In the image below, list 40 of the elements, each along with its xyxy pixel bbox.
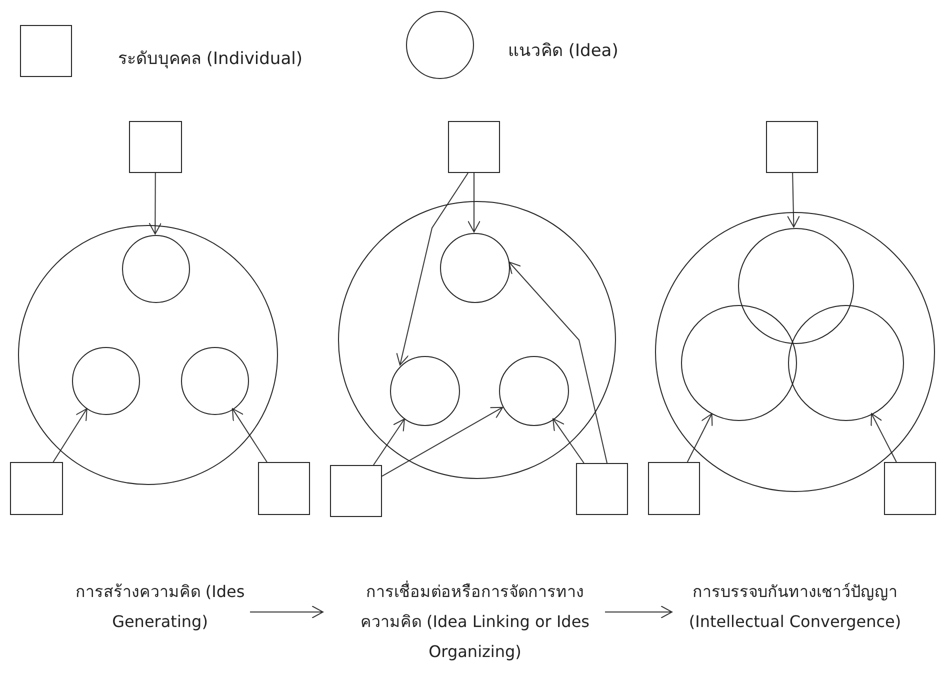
stage-caption: การเชื่อมต่อหรือการจัดการทางความคิด (Idea Linking or Ides Organizing) bbox=[350, 577, 600, 673]
group-circle bbox=[655, 212, 935, 492]
arrow bbox=[250, 606, 324, 618]
idea-circle bbox=[440, 233, 510, 303]
group-circle bbox=[18, 225, 278, 485]
arrow bbox=[508, 262, 608, 464]
arrow bbox=[468, 172, 480, 232]
person-square bbox=[448, 121, 500, 173]
arrow bbox=[604, 606, 672, 618]
person-square bbox=[884, 462, 936, 515]
idea-circle bbox=[738, 228, 854, 344]
arrow bbox=[787, 172, 800, 228]
legend-text: แนวคิด (Idea) bbox=[508, 40, 618, 63]
person-square bbox=[766, 121, 818, 173]
arrow bbox=[373, 418, 405, 466]
arrow bbox=[382, 406, 504, 477]
arrow bbox=[870, 413, 897, 462]
idea-circle bbox=[390, 356, 460, 426]
idea-circle bbox=[788, 305, 904, 421]
idea-circle bbox=[499, 356, 569, 426]
person-square bbox=[258, 462, 310, 515]
idea-circle bbox=[122, 235, 190, 303]
idea-circle bbox=[681, 305, 797, 421]
group-circle bbox=[338, 201, 616, 479]
arrow bbox=[396, 172, 468, 366]
person-square bbox=[576, 463, 628, 515]
person-square bbox=[10, 462, 63, 515]
arrow bbox=[686, 413, 713, 462]
arrow bbox=[552, 418, 584, 464]
idea-circle bbox=[181, 347, 249, 415]
idea-circle bbox=[72, 347, 140, 415]
arrow bbox=[232, 408, 268, 462]
person-square bbox=[330, 465, 382, 517]
stage-caption: การบรรจบกันทางเชาว์ปัญญา (Intellectual Convergence) bbox=[685, 577, 905, 673]
arrow bbox=[52, 408, 88, 462]
arrow bbox=[148, 172, 162, 234]
legend-text: ระดับบุคคล (Individual) bbox=[118, 48, 302, 71]
stage-caption: การสร้างความคิด (Ides Generating) bbox=[60, 577, 260, 641]
person-square bbox=[129, 121, 182, 173]
person-square bbox=[648, 462, 700, 515]
